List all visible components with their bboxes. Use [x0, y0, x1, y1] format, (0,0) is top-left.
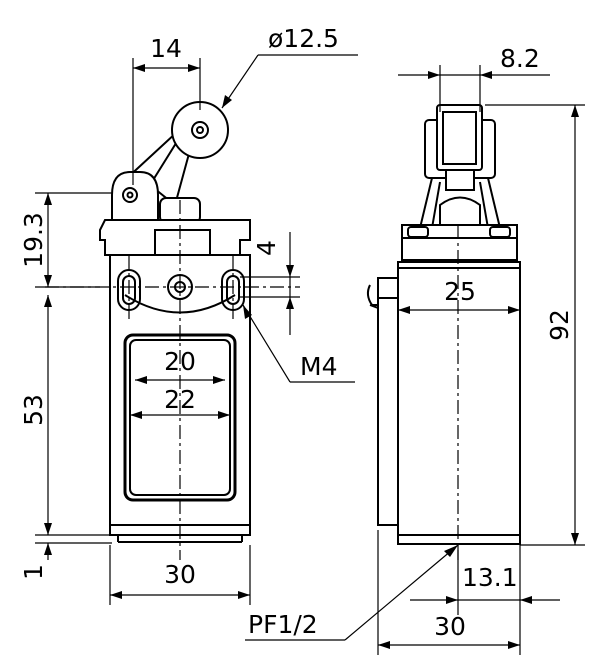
- dim-text-20: 20: [164, 347, 196, 376]
- dim-lever-width: 14: [132, 34, 201, 185]
- side-body: [366, 261, 521, 545]
- side-head: [401, 224, 518, 261]
- dim-text-1: 1: [19, 564, 48, 580]
- dim-side-depth: 30: [377, 530, 520, 655]
- dim-text-4: 4: [252, 240, 281, 256]
- dim-text-14: 14: [150, 34, 182, 63]
- dim-side-inner: 25: [398, 277, 520, 314]
- dim-conduit-thread: PF1/2: [245, 544, 459, 641]
- dim-plunger-width: 8.2: [398, 44, 550, 112]
- dim-front-width: 30: [109, 545, 251, 605]
- dim-text-30-side: 30: [434, 612, 466, 641]
- dim-text-19-3: 19.3: [19, 212, 48, 268]
- dim-window-inner: 20: [135, 347, 225, 384]
- dim-base-step: 1: [19, 534, 112, 580]
- roller-wheel: [171, 101, 229, 159]
- pivot-bracket: [111, 171, 159, 221]
- dim-text-8-2: 8.2: [500, 44, 540, 73]
- switch-head: [99, 219, 251, 256]
- dim-mount-thread: M4: [242, 304, 355, 383]
- front-view: 14 ø12.5 19.3 4: [19, 24, 358, 605]
- dim-text-92: 92: [545, 309, 574, 341]
- plunger-head: [419, 104, 501, 229]
- dim-text-25: 25: [444, 277, 476, 306]
- side-view: 8.2 92 25 13.1: [245, 44, 585, 655]
- dim-text-pf12: PF1/2: [248, 610, 318, 639]
- dim-text-roller: ø12.5: [268, 24, 339, 53]
- dim-conduit-offset: 13.1: [410, 545, 560, 655]
- dim-head-height: 19.3: [19, 192, 112, 288]
- dim-text-13-1: 13.1: [462, 563, 518, 592]
- dim-window-outer: 22: [130, 385, 230, 419]
- dim-text-22: 22: [164, 385, 196, 414]
- dim-body-height: 53: [19, 295, 52, 535]
- dim-hole-spacing: 4: [240, 232, 300, 335]
- dim-text-30-front: 30: [164, 560, 196, 589]
- dim-roller-diameter: ø12.5: [221, 24, 358, 109]
- dim-total-height: 92: [485, 104, 585, 546]
- dim-text-m4: M4: [300, 352, 337, 381]
- dim-text-53: 53: [19, 394, 48, 426]
